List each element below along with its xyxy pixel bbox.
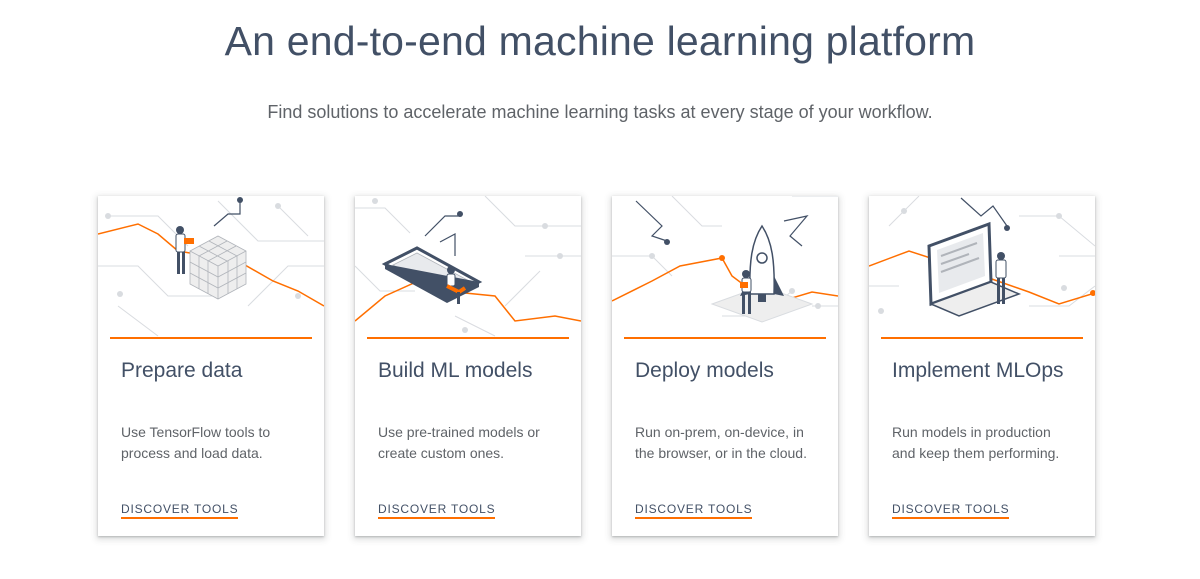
laptop-illustration <box>869 196 1095 338</box>
card-description: Use TensorFlow tools to process and load… <box>121 424 271 461</box>
card-title: Prepare data <box>121 359 243 382</box>
page-title: An end-to-end machine learning platform <box>224 18 976 64</box>
discover-tools-link[interactable]: DISCOVER TOOLS <box>378 502 496 519</box>
accent-divider <box>367 337 569 339</box>
rocket-illustration <box>612 196 838 338</box>
page-subtitle: Find solutions to accelerate machine lea… <box>267 102 933 122</box>
card-title: Deploy models <box>635 359 774 382</box>
discover-tools-link[interactable]: DISCOVER TOOLS <box>121 502 239 519</box>
card-description: Use pre-trained models or create custom … <box>378 424 540 461</box>
card-description: Run models in production and keep them p… <box>892 424 1060 461</box>
card-implement-mlops: Implement MLOps Run models in production… <box>869 196 1095 536</box>
discover-tools-link[interactable]: DISCOVER TOOLS <box>892 502 1010 519</box>
card-deploy-models: Deploy models Run on-prem, on-device, in… <box>612 196 838 536</box>
phone-model-illustration <box>355 196 581 338</box>
accent-divider <box>624 337 826 339</box>
card-description: Run on-prem, on-device, in the browser, … <box>635 424 807 461</box>
card-build-ml-models: Build ML models Use pre-trained models o… <box>355 196 581 536</box>
card-title: Implement MLOps <box>892 359 1064 382</box>
accent-divider <box>110 337 312 339</box>
card-title: Build ML models <box>378 359 533 382</box>
accent-divider <box>881 337 1083 339</box>
card-prepare-data: Prepare data Use TensorFlow tools to pro… <box>98 196 324 536</box>
discover-tools-link[interactable]: DISCOVER TOOLS <box>635 502 753 519</box>
data-cube-illustration <box>98 196 324 338</box>
